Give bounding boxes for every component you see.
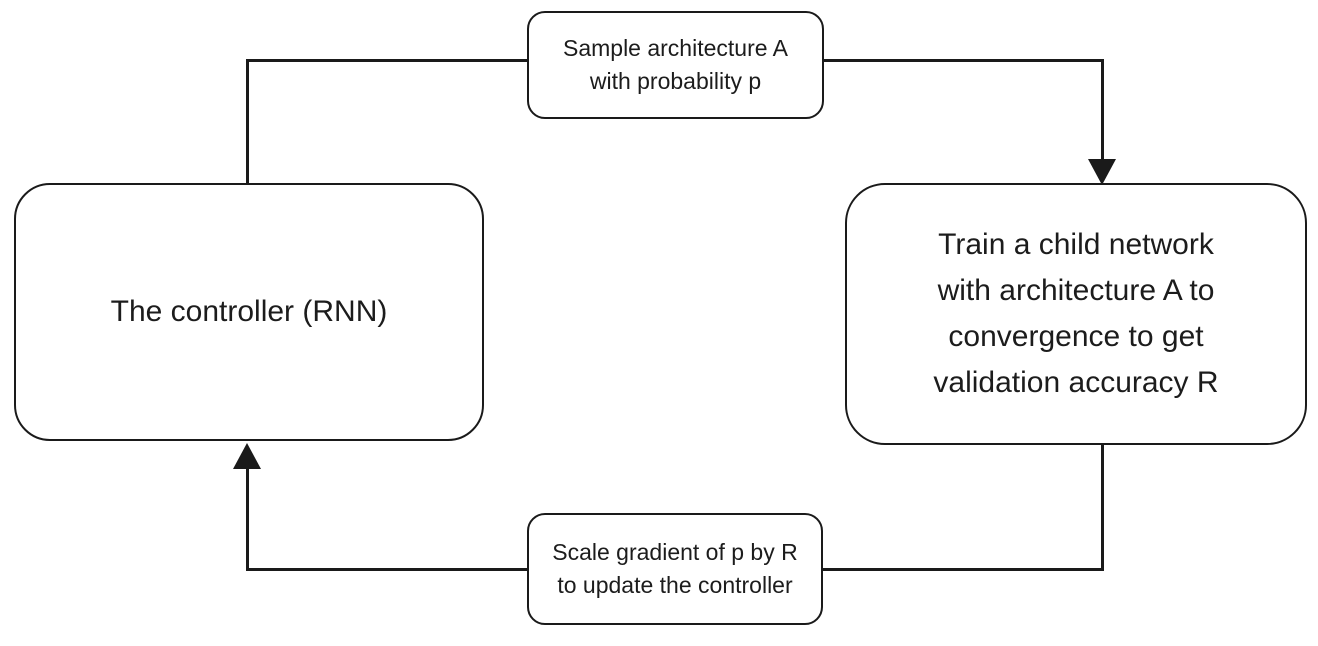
- node-sample-label-line1: Sample architecture A: [562, 35, 788, 61]
- edge-sample-train-horizontal: [822, 59, 1104, 62]
- node-sample-label-line2: with probability p: [589, 68, 762, 94]
- node-scale-label-line1: Scale gradient of p by R: [552, 539, 798, 565]
- edge-controller-sample-vertical: [246, 59, 249, 185]
- edge-train-scale-vertical: [1101, 444, 1104, 571]
- node-train-label-line3: convergence to get: [948, 320, 1204, 353]
- edge-train-scale-horizontal: [821, 568, 1104, 571]
- edge-scale-controller-horizontal: [246, 568, 529, 571]
- edge-sample-train-vertical: [1101, 59, 1104, 162]
- node-train-child-network: Train a child network with architecture …: [845, 183, 1307, 445]
- node-train-label-line2: with architecture A to: [937, 274, 1215, 307]
- node-controller: The controller (RNN): [14, 183, 484, 441]
- node-train-label-line1: Train a child network: [938, 228, 1214, 261]
- edge-scale-controller-vertical: [246, 467, 249, 571]
- arrowhead-up-into-controller: [233, 443, 261, 469]
- arrowhead-down-into-train: [1088, 159, 1116, 185]
- edge-controller-sample-horizontal: [246, 59, 529, 62]
- node-sample-architecture: Sample architecture A with probability p: [527, 11, 824, 119]
- node-train-label-line4: validation accuracy R: [933, 366, 1219, 399]
- node-controller-label: The controller (RNN): [110, 295, 388, 328]
- node-scale-label-line2: to update the controller: [557, 572, 793, 598]
- node-scale-gradient: Scale gradient of p by R to update the c…: [527, 513, 823, 625]
